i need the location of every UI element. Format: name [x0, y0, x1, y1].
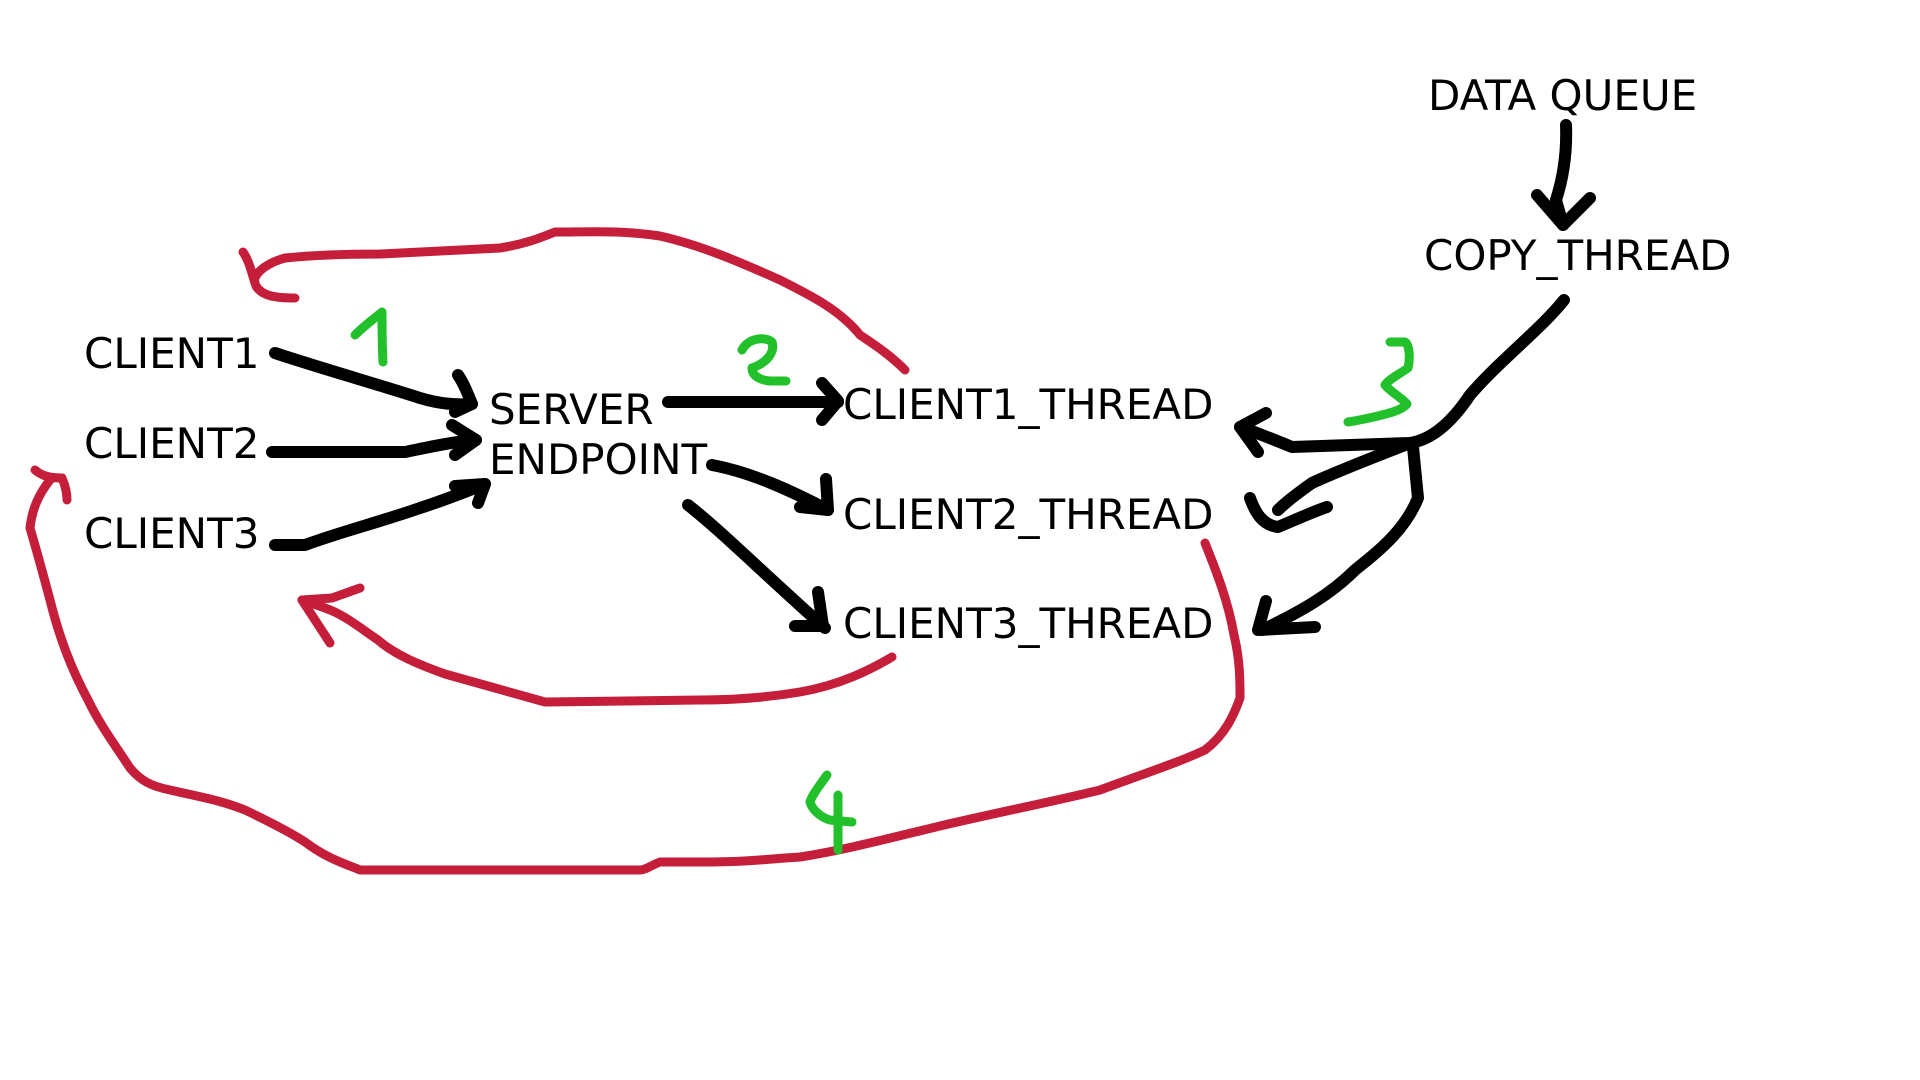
node-client2: CLIENT2: [84, 419, 259, 468]
arrow-client3-to-server: [269, 478, 491, 551]
node-server-line1: SERVER: [489, 385, 654, 434]
arrow-server-to-client3-thread: [682, 499, 831, 634]
step-label-4: 4: [805, 770, 857, 855]
node-client1-thread: CLIENT1_THREAD: [843, 380, 1213, 429]
arrow-data-queue-to-copy-thread: [1531, 119, 1596, 231]
step-label-2: 2: [737, 334, 791, 386]
node-copy-thread: COPY_THREAD: [1424, 231, 1731, 280]
node-client3-thread: CLIENT3_THREAD: [843, 599, 1213, 648]
node-client1: CLIENT1: [84, 329, 259, 378]
arrow-copy-thread-to-client2-thread: [1244, 437, 1416, 533]
node-data-queue: DATA QUEUE: [1428, 71, 1697, 120]
arrow-server-to-client2-thread: [706, 459, 834, 516]
node-server-line2: ENDPOINT: [489, 435, 707, 484]
arrow-client1-to-server: [269, 347, 478, 418]
step-label-1: 1: [350, 307, 388, 367]
node-client2-thread: CLIENT2_THREAD: [843, 490, 1213, 539]
arrow-server-to-client1-thread: [662, 377, 844, 426]
return-arrow-client1-thread-to-client1: [238, 227, 910, 375]
arrow-copy-thread-to-client3-thread: [1252, 441, 1424, 636]
return-arrow-client3-thread-to-client2: [297, 583, 897, 707]
return-arrow-client2-thread-to-client3: [25, 465, 1245, 875]
arrow-client2-to-server: [266, 419, 482, 461]
step-label-3: 3: [1343, 337, 1414, 427]
arrow-copy-thread-to-client1-thread: [1234, 294, 1570, 458]
node-client3: CLIENT3: [84, 509, 259, 558]
